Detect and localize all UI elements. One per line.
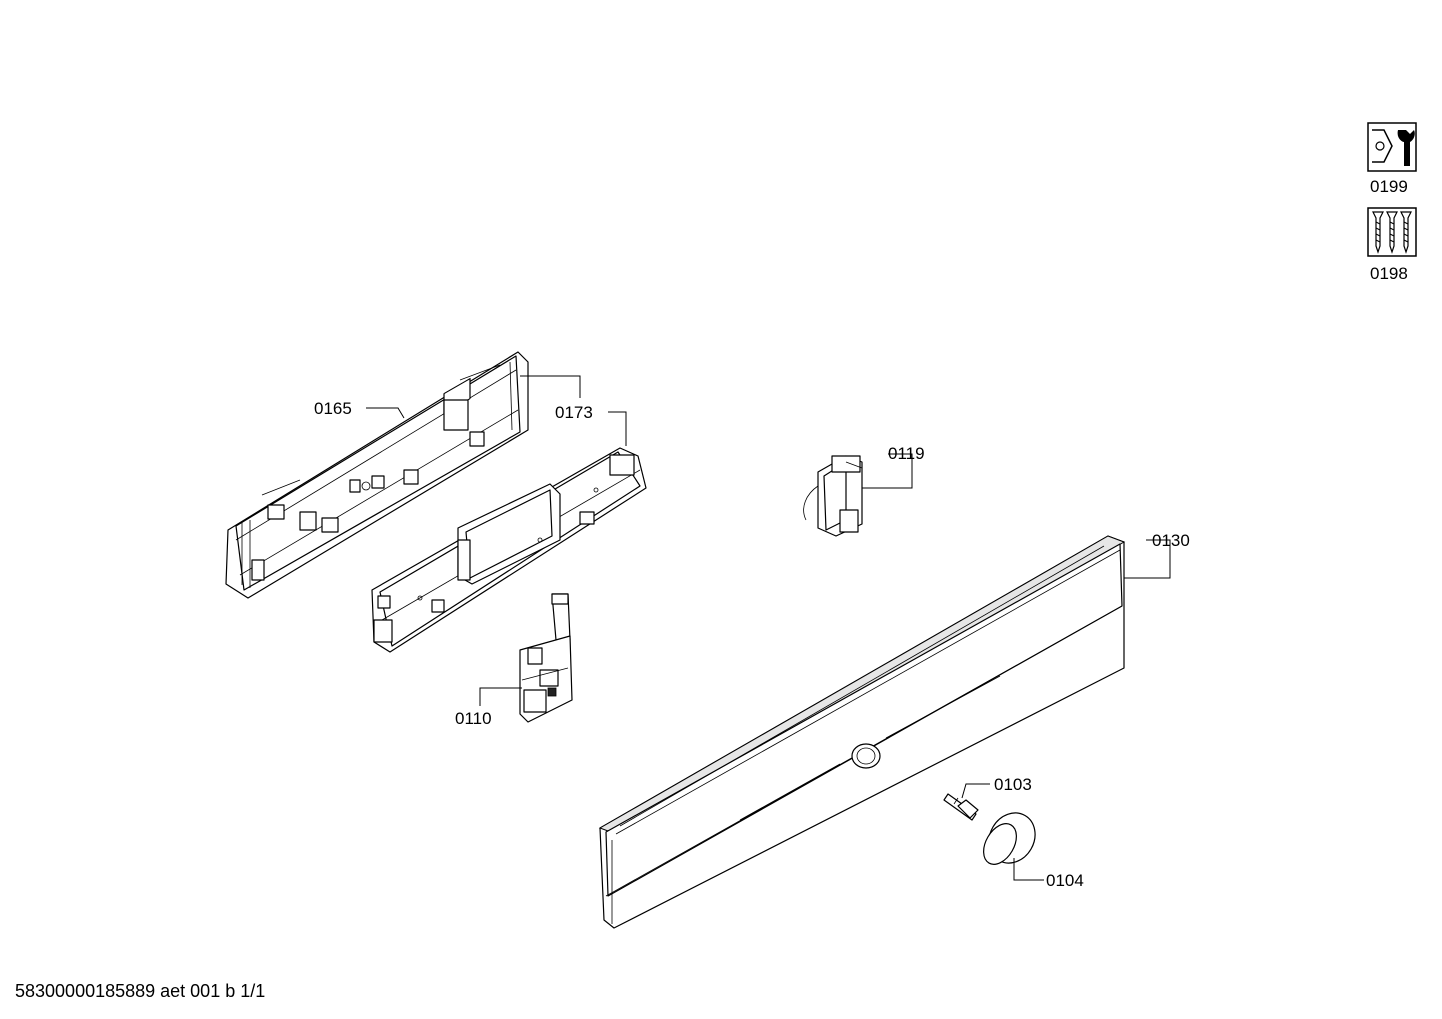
screws-icon[interactable] — [1367, 207, 1417, 257]
wrench-nut-icon[interactable] — [1367, 122, 1417, 172]
label-0130: 0130 — [1152, 531, 1190, 550]
label-0104: 0104 — [1046, 871, 1084, 890]
part-0110-bracket[interactable] — [519, 593, 573, 723]
part-0119-module[interactable] — [803, 455, 863, 537]
label-0199: 0199 — [1370, 177, 1408, 196]
label-0198: 0198 — [1370, 264, 1408, 283]
part-0130-front-panel[interactable] — [598, 535, 1126, 929]
part-0173-pcb[interactable] — [371, 447, 647, 653]
label-0110: 0110 — [455, 709, 492, 728]
label-0103: 0103 — [994, 775, 1032, 794]
document-id: 58300000185889 aet 001 b 1/1 — [15, 981, 266, 1001]
label-0165: 0165 — [314, 399, 352, 418]
part-0165-frame[interactable] — [225, 351, 529, 599]
part-0103-pin[interactable] — [943, 793, 979, 821]
leader-lines — [366, 375, 1171, 881]
label-0173: 0173 — [555, 403, 593, 422]
label-0119: 0119 — [888, 444, 925, 463]
part-0104-knob[interactable] — [977, 804, 1044, 871]
